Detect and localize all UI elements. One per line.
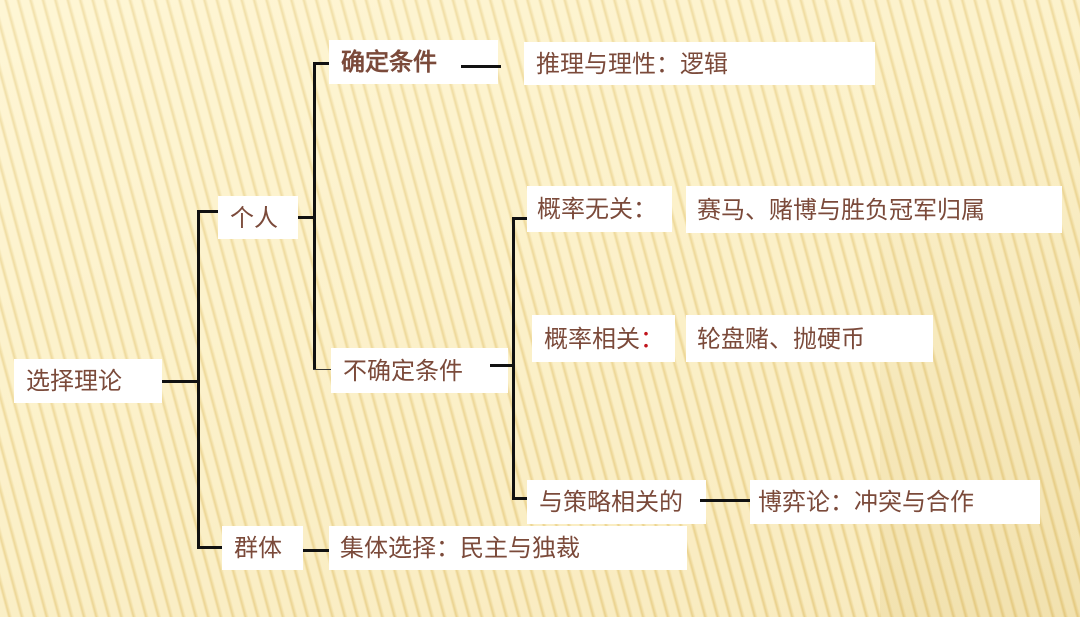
node-certain-conditions: 确定条件: [329, 40, 498, 84]
connector-uncertain-stub: [313, 369, 341, 370]
node-label: 个人: [230, 203, 278, 232]
connector-strategy-leaf: [700, 499, 752, 502]
leaf-label: 推理与理性：逻辑: [536, 49, 728, 78]
connector-certain-stub: [313, 62, 341, 65]
leaf-game-theory: 博弈论：冲突与合作: [750, 480, 1040, 524]
leaf-collective-choice: 集体选择：民主与独裁: [329, 526, 687, 570]
node-label: 与策略相关的: [539, 488, 683, 516]
leaf-label: 赛马、赌博与胜负冠军归属: [697, 195, 985, 224]
node-uncertain-conditions: 不确定条件: [331, 348, 508, 393]
connector-root: [162, 380, 200, 383]
connector-prob-unrelated-stub: [512, 217, 534, 220]
node-label: 选择理论: [26, 367, 122, 395]
connector-uncertain-branch: [512, 217, 515, 500]
red-colon: ：: [640, 324, 664, 353]
connector-group-stub: [197, 546, 223, 549]
node-root-choice-theory: 选择理论: [14, 359, 162, 403]
connector-individual-branch: [313, 62, 316, 370]
connector-certain-leaf: [461, 65, 501, 68]
leaf-label: 集体选择：民主与独裁: [340, 534, 580, 562]
node-label: 概率相关: [544, 324, 640, 353]
node-probability-related: 概率相关：: [532, 315, 675, 362]
node-individual: 个人: [218, 196, 298, 239]
node-group: 群体: [222, 526, 303, 570]
connector-trunk: [197, 210, 200, 549]
connector-individual-out: [298, 216, 316, 219]
leaf-reasoning-logic: 推理与理性：逻辑: [524, 42, 875, 85]
node-probability-unrelated: 概率无关：: [527, 186, 672, 232]
leaf-roulette-coin-toss: 轮盘赌、抛硬币: [686, 315, 933, 362]
node-label: 确定条件: [341, 48, 437, 76]
connector-strategy-stub: [512, 497, 534, 500]
leaf-horse-racing-gambling: 赛马、赌博与胜负冠军归属: [686, 186, 1062, 233]
node-label: 不确定条件: [343, 356, 463, 385]
connector-group-leaf: [303, 549, 341, 552]
connector-uncertain-out: [490, 364, 515, 367]
node-strategy-related: 与策略相关的: [527, 480, 706, 524]
leaf-label: 博弈论：冲突与合作: [758, 488, 974, 516]
leaf-label: 轮盘赌、抛硬币: [697, 324, 865, 353]
connector-individual-stub: [197, 210, 219, 213]
node-label: 群体: [234, 534, 282, 562]
node-label: 概率无关：: [537, 195, 657, 223]
